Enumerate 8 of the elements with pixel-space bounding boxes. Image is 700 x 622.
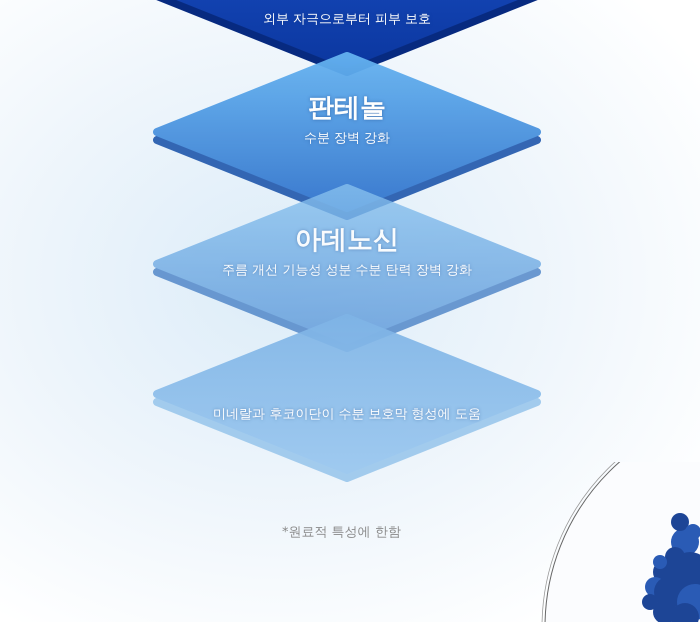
diamond-panel [153,314,541,482]
ingredient-name: 아데노신 [295,224,399,256]
ingredient-description: 외부 자극으로부터 피부 보호 [262,11,432,29]
ingredient-name: 판테놀 [308,92,386,124]
ingredient-description: 수분 장벽 강화 [304,130,390,148]
footnote: *원료적 특성에 한함 [282,524,401,541]
ingredient-description: 미네랄과 후코이단이 수분 보호막 형성에 도움 [213,406,481,424]
ingredient-description: 주름 개선 기능성 성분 수분 탄력 장벽 강화 [222,262,472,280]
